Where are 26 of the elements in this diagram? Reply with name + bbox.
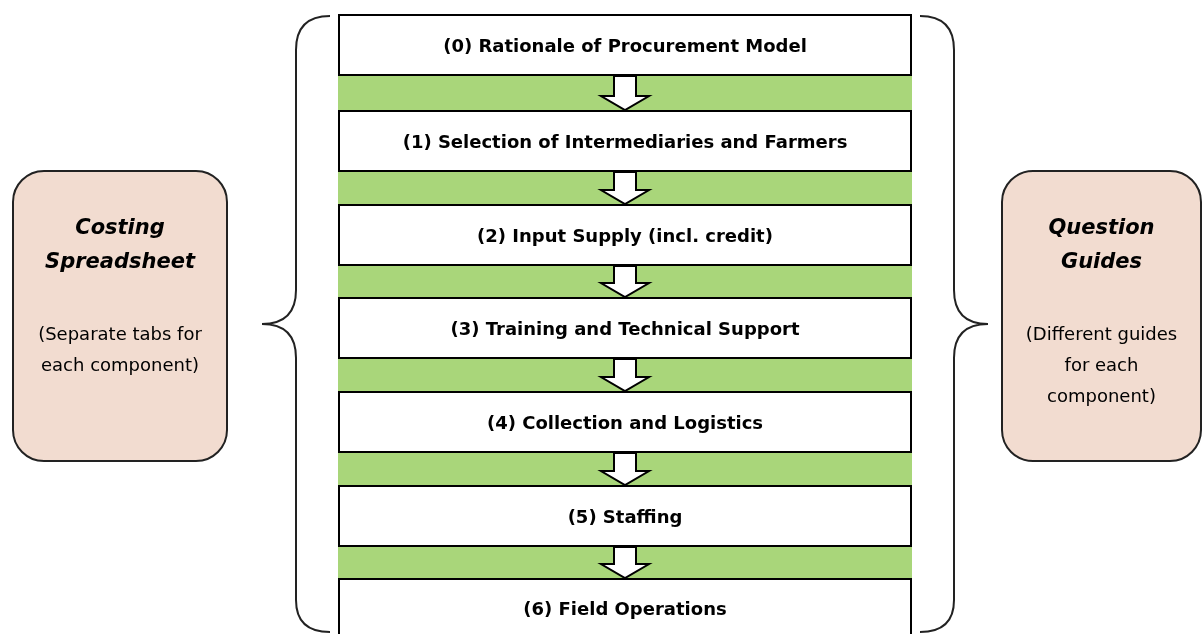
arrow: [597, 452, 653, 487]
step-label: (1) Selection of Intermediaries and Farmers: [402, 130, 848, 152]
process-box: [338, 297, 912, 359]
step-label: (5) Staffing: [567, 505, 683, 527]
process-box: [338, 110, 912, 172]
panel-title: Question Guides: [1047, 214, 1156, 275]
arrow: [597, 265, 653, 299]
step-label: (3) Training and Technical Support: [450, 317, 800, 339]
step-label: (6) Field Operations: [523, 597, 727, 619]
process-box: [338, 485, 912, 547]
arrow: [597, 546, 653, 580]
process-box: [338, 391, 912, 453]
process-box: [338, 204, 912, 266]
panel-note: (Separate tabs for each component): [37, 322, 203, 377]
side-panel: [12, 170, 228, 462]
side-panel: [1001, 170, 1202, 462]
panel-note: (Different guides for each component): [1024, 322, 1179, 408]
arrow: [597, 171, 653, 206]
arrow: [597, 358, 653, 393]
process-box: [338, 578, 912, 634]
process-box: [338, 14, 912, 76]
step-label: (0) Rationale of Procurement Model: [443, 34, 807, 56]
step-label: (2) Input Supply (incl. credit): [477, 224, 773, 246]
step-label: (4) Collection and Logistics: [486, 411, 764, 433]
arrow: [597, 75, 653, 112]
panel-title: Costing Spreadsheet: [44, 214, 197, 275]
